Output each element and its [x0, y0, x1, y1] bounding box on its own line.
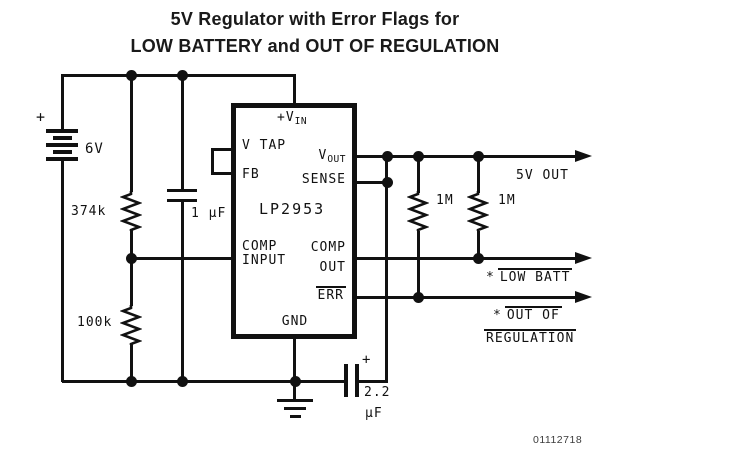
- battery-plus-label: +: [36, 108, 47, 126]
- cout-value-label: 2.2: [364, 385, 391, 400]
- resistor-1m-comp-icon: [467, 191, 489, 231]
- wire-left-rail-lower: [61, 160, 64, 382]
- pin-label-sense: SENSE: [301, 172, 346, 187]
- junction-dot: [382, 177, 393, 188]
- cout-plus-label: +: [362, 352, 372, 368]
- wire-r100k-top: [130, 257, 133, 306]
- wire-cout-riser: [385, 155, 388, 382]
- arrow-icon-5v-out: [575, 150, 592, 162]
- resistor-1m-err-icon: [407, 191, 429, 231]
- wire-vout-line: [357, 155, 578, 158]
- junction-dot: [126, 253, 137, 264]
- resistor-374k-label: 374k: [71, 204, 107, 219]
- wire-compout-line: [357, 257, 578, 260]
- output-5v-label: 5V OUT: [516, 168, 569, 183]
- wire-cin-bottom: [181, 202, 184, 382]
- junction-dot: [126, 70, 137, 81]
- pin-label-vin: +VIN: [277, 110, 308, 127]
- wire-vin-drop: [293, 74, 296, 106]
- output-outofreg-label: *OUT OF: [493, 306, 562, 323]
- wire-r100k-bottom: [130, 344, 133, 382]
- figure-title-line1: 5V Regulator with Error Flags for: [170, 9, 460, 29]
- pin-label-vout: VOUT: [318, 148, 346, 165]
- resistor-1m-comp-label: 1M: [498, 193, 516, 208]
- pin-label-gnd: GND: [281, 314, 309, 329]
- junction-dot: [126, 376, 137, 387]
- junction-dot: [290, 376, 301, 387]
- figure-title: 5V Regulator with Error Flags for LOW BA…: [94, 6, 536, 60]
- wire-err-line: [357, 296, 578, 299]
- junction-dot: [177, 70, 188, 81]
- figure-title-line2: LOW BATTERY and OUT OF REGULATION: [130, 36, 500, 56]
- wire-r1m-err-top: [417, 155, 420, 193]
- junction-dot: [473, 151, 484, 162]
- resistor-1m-err-label: 1M: [436, 193, 454, 208]
- pin-label-fb: FB: [242, 167, 260, 182]
- wire-r374k-top: [130, 74, 133, 192]
- wire-r1m-comp-top: [477, 155, 480, 193]
- capacitor-1uf-label: 1 μF: [191, 206, 227, 221]
- wire-left-rail-upper: [61, 74, 64, 132]
- arrow-icon-out-of-reg: [575, 291, 592, 303]
- pin-label-vtap: V TAP: [242, 138, 287, 153]
- resistor-100k-label: 100k: [77, 315, 113, 330]
- junction-dot: [473, 253, 484, 264]
- ic-part-number: LP2953: [259, 200, 326, 218]
- wire-sense-stub: [357, 181, 388, 184]
- wire-gnd-drop: [293, 336, 296, 382]
- wire-cout-link: [358, 380, 388, 383]
- resistor-100k-icon: [120, 305, 142, 345]
- wire-bottom-rail: [62, 380, 345, 383]
- document-number: 01112718: [533, 434, 583, 446]
- arrow-icon-low-batt: [575, 252, 592, 264]
- wire-comp-input: [131, 257, 232, 260]
- vtap-fb-jumper: [211, 148, 232, 175]
- resistor-374k-icon: [120, 191, 142, 231]
- cout-unit-label: μF: [365, 406, 383, 421]
- ic-lp2953: [231, 103, 357, 339]
- output-regulation-label: REGULATION: [484, 329, 577, 346]
- pin-label-err: ERR: [315, 286, 346, 303]
- output-lowbatt-label: *LOW BATT: [486, 268, 573, 285]
- wire-cin-top: [181, 74, 184, 190]
- wire-r1m-comp-bottom: [477, 231, 480, 259]
- junction-dot: [177, 376, 188, 387]
- wire-r1m-err-bottom: [417, 231, 420, 299]
- wire-gnd-stub: [293, 380, 296, 401]
- wire-r374k-bottom: [130, 230, 133, 259]
- junction-dot: [382, 151, 393, 162]
- junction-dot: [413, 151, 424, 162]
- battery-voltage-label: 6V: [85, 141, 104, 157]
- junction-dot: [413, 292, 424, 303]
